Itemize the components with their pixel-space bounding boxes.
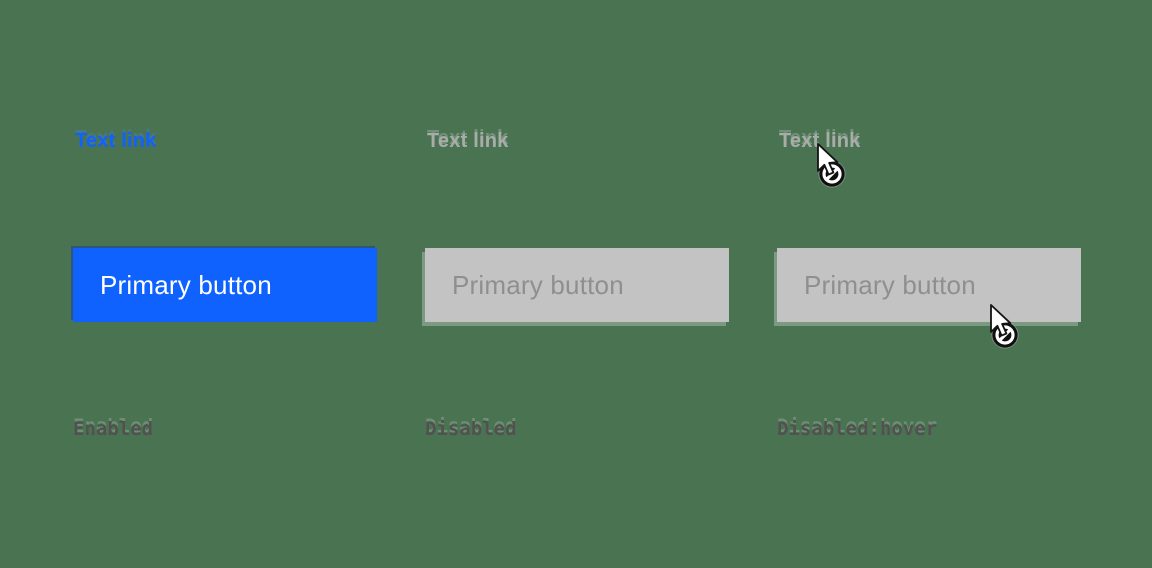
text-link-disabled[interactable]: Text link: [427, 130, 509, 152]
state-column-enabled: Text link Primary button Enabled: [73, 0, 377, 568]
state-column-disabled-hover: Text link Primary button Disabled:hover: [777, 0, 1081, 568]
state-label-disabled-hover: Disabled:hover: [777, 418, 938, 440]
state-column-disabled: Text link Primary button Disabled: [425, 0, 729, 568]
state-label-disabled: Disabled: [425, 418, 517, 440]
text-link-enabled[interactable]: Text link: [75, 130, 157, 152]
primary-button-disabled[interactable]: Primary button: [425, 248, 729, 322]
primary-button-enabled[interactable]: Primary button: [73, 248, 377, 322]
primary-button-disabled-hover[interactable]: Primary button: [777, 248, 1081, 322]
state-label-enabled: Enabled: [73, 418, 154, 440]
text-link-disabled-hover[interactable]: Text link: [779, 130, 861, 152]
